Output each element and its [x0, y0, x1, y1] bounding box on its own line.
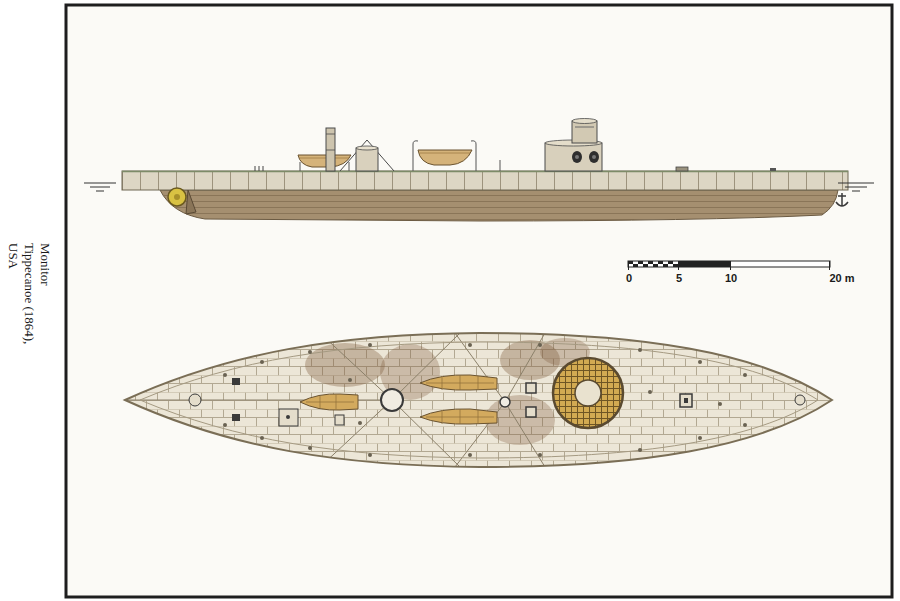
scale-number: 0	[626, 272, 632, 285]
caption-line: USA	[6, 243, 21, 269]
caption-line: Tippecanoe (1864),	[22, 243, 37, 344]
scale-number: 5	[676, 272, 682, 285]
scale-number: 20 m	[829, 272, 854, 285]
caption-line: Monitor	[38, 243, 53, 286]
side-view	[84, 119, 874, 222]
scale-bar	[628, 261, 830, 270]
frame	[66, 5, 892, 597]
scale-number: 10	[725, 272, 737, 285]
plan-view	[125, 333, 832, 467]
